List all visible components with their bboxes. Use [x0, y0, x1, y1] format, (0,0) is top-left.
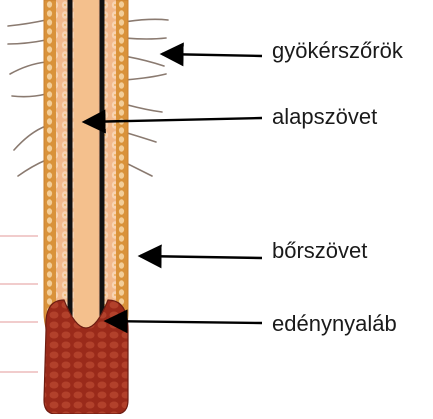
background-lines [0, 236, 38, 372]
vascular-core [74, 0, 98, 334]
arrow-root-hairs [162, 54, 262, 56]
arrow-vascular-bundle [106, 321, 262, 323]
label-dermal-tissue: bőrszövet [272, 240, 367, 262]
label-ground-tissue: alapszövet [272, 106, 377, 128]
label-root-hairs: gyökérszőrök [272, 40, 403, 62]
label-vascular-bundle: edénynyaláb [272, 313, 397, 335]
arrow-dermal-tissue [140, 256, 262, 258]
